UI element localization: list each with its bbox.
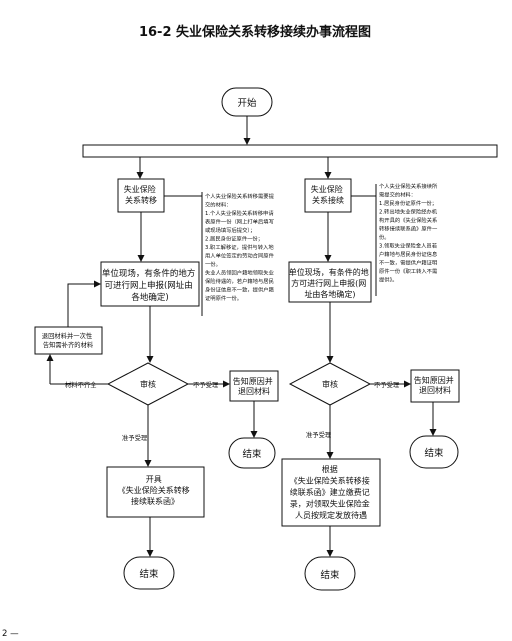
branch-bar [82, 144, 498, 158]
left-materials-line: 身份证信息不一致，提供户籍 [205, 286, 274, 294]
left-submit-line: 单位现场，有条件的地方 [102, 268, 196, 279]
left-end1-terminal [228, 437, 276, 469]
left-issue-line: 《失业保险关系转移 [118, 485, 190, 495]
right-materials-line: 构开具的《失业保险关系 [379, 216, 437, 224]
left-notify-text: 告知原因并 退回材料 [233, 376, 276, 396]
right-accept-label: 准予受理 [306, 430, 332, 439]
left-submit-line: 各地确定) [131, 292, 168, 303]
left-materials-line: 或现场填写后提交）； [205, 226, 255, 234]
right-materials-line: 个人失业保险关系接续所 [379, 182, 438, 190]
left-materials-line: 3.职工解移证，提供与转入地 [205, 243, 274, 251]
left-materials-text: 个人失业保险关系转移需要提 交的材料： 1.个人失业保险关系转移申请 表原件一份… [205, 192, 276, 302]
left-materials-line: 2.居民身份证原件一份； [205, 235, 263, 243]
right-submit-line: 单位现场，有条件的地 [289, 267, 369, 277]
right-submit-box [288, 261, 372, 303]
right-end2-label: 结束 [320, 569, 340, 581]
right-materials-line: 户籍地与居民身份证信息 [379, 250, 437, 258]
right-process-box [281, 458, 381, 527]
right-materials-line: 2.转出地失业保险经办机 [379, 208, 438, 216]
right-notify-text: 告知原因并 退回材料 [414, 375, 457, 395]
right-submit-text: 单位现场，有条件的地 方可进行网上申报(网 址由各地确定) [289, 267, 372, 299]
right-end2-terminal [304, 556, 356, 591]
page-title: 16-2 失业保险关系转移接续办事流程图 [139, 24, 371, 40]
left-return-line: 退回材料并一次性 [42, 331, 92, 340]
right-process-line: 根据 [322, 464, 338, 474]
right-step1-line: 关系接续 [312, 195, 344, 205]
left-materials-line: 用人单位签定的劳动合同原件 [205, 252, 275, 260]
right-materials-line: 转移接续联系函》原件一 [379, 225, 438, 233]
left-notify-line: 告知原因并 [233, 376, 273, 386]
left-step1-line: 失业保险 [124, 184, 156, 194]
left-materials-line: 个人失业保险关系转移需要提 [205, 192, 275, 200]
left-materials-line: 失业人员领回户籍地领取失业 [205, 269, 274, 277]
right-notify-line: 退回材料 [419, 385, 451, 395]
left-return-text: 退回材料并一次性 告知需补齐的材料 [42, 331, 94, 349]
page-footer: 2 — [2, 629, 19, 639]
right-end1-label: 结束 [424, 447, 444, 459]
right-materials-line: 1.居民身份证原件一份； [379, 199, 437, 207]
left-end1-label: 结束 [242, 448, 262, 460]
right-process-line: 续联系函》建立缴费记 [290, 487, 370, 497]
right-step1-text: 失业保险 关系接续 [311, 184, 346, 205]
right-materials-line: 份。 [379, 233, 390, 241]
left-return-box [34, 326, 103, 355]
left-review-label: 审核 [140, 379, 156, 389]
right-materials-line: 提供》。 [379, 276, 398, 284]
left-issue-box [106, 466, 205, 518]
right-process-line: 录，对领取失业保险金 [290, 499, 370, 509]
left-issue-line: 接续联系函》 [131, 496, 179, 506]
left-notify-line: 退回材料 [238, 386, 270, 396]
right-materials-line: 原件一份《职工转入不需 [379, 267, 437, 275]
right-review-label: 审核 [322, 379, 338, 389]
right-submit-line: 址由各地确定) [304, 289, 355, 299]
left-notify-box [229, 370, 279, 402]
left-submit-text: 单位现场，有条件的地方 可进行网上申报(网址由 各地确定) [102, 268, 198, 303]
left-materials-line: 保险待遇的，若户籍地与居民 [205, 277, 274, 285]
left-materials-line: 1.个人失业保险关系转移申请 [205, 209, 274, 217]
left-issue-line: 开具 [146, 475, 162, 484]
left-end2-terminal [123, 556, 175, 590]
right-process-line: 人员按规定发放待遇 [295, 510, 367, 520]
right-process-text: 根据 《失业保险关系转移接 续联系函》建立缴费记 录，对领取失业保险金 人员按规… [290, 464, 373, 520]
right-process-line: 《失业保险关系转移接 [290, 476, 370, 486]
right-notify-line: 告知原因并 [414, 375, 454, 385]
right-submit-line: 方可进行网上申报(网 [291, 278, 366, 288]
left-issue-text: 开具 《失业保险关系转移 接续联系函》 [118, 475, 193, 506]
right-materials-line: 不一致，需提供户籍证明 [379, 259, 437, 267]
left-materials-line: 一份。 [205, 260, 221, 268]
left-step1-line: 关系转移 [125, 195, 157, 205]
left-materials-line: 交的材料： [205, 201, 232, 209]
left-submit-line: 可进行网上申报(网址由 [104, 280, 192, 291]
left-submit-box [100, 261, 200, 307]
left-accept-label: 准予受理 [122, 433, 148, 442]
right-step1-line: 失业保险 [311, 184, 343, 194]
left-step1-text: 失业保险 关系转移 [124, 184, 159, 205]
left-incomplete-label: 材料不齐全 [65, 380, 97, 389]
left-materials-line: 证明原件一份。 [205, 294, 242, 302]
start-label: 开始 [237, 97, 257, 109]
right-notify-box [410, 369, 460, 403]
left-return-line: 告知需补齐的材料 [43, 340, 94, 349]
left-reject-label: 不予受理 [193, 380, 219, 389]
left-end2-label: 结束 [139, 568, 159, 580]
right-end1-terminal [409, 435, 459, 469]
right-reject-label: 不予受理 [374, 380, 400, 389]
right-materials-text: 个人失业保险关系接续所 需提交的材料： 1.居民身份证原件一份； 2.转出地失业… [379, 182, 439, 284]
right-materials-line: 需提交的材料： [379, 191, 416, 199]
left-materials-line: 表原件一份（网上打单后填写 [205, 218, 274, 226]
right-materials-line: 3.领取失业保险金人员若 [379, 242, 438, 250]
